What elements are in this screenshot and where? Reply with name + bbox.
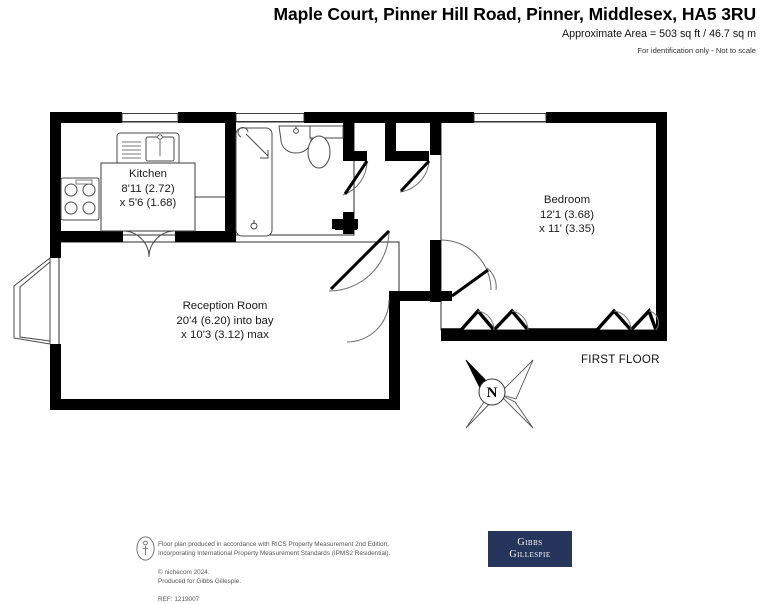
footer-copyright: © nichecom 2024. <box>158 568 210 576</box>
brand-line-2: Gillespie <box>509 549 551 560</box>
room-label-kitchen: Kitchen 8'11 (2.72) x 5'6 (1.68) <box>103 167 193 211</box>
reception-dim-2: x 10'3 (3.12) max <box>181 329 269 342</box>
plan-header: Maple Court, Pinner Hill Road, Pinner, M… <box>0 0 768 68</box>
footer-note: Floor plan produced in accordance with R… <box>158 540 390 604</box>
kitchen-double-door <box>122 230 176 258</box>
gibbs-gillespie-logo: Gibbs Gillespie <box>488 531 572 567</box>
footer-line-2-wrap: Incorporating International Property Mea… <box>158 549 390 577</box>
compass-rose: N <box>465 359 534 429</box>
bedroom-dim-1: 12'1 (3.68) <box>539 208 595 221</box>
bedroom-window-group <box>441 307 658 332</box>
bedroom-window-arcs <box>477 310 659 331</box>
sink-fixture <box>116 132 180 166</box>
kitchen-label-box <box>100 162 196 232</box>
kitchen-dim-1: 8'11 (2.72) <box>121 182 175 195</box>
floor-plan-drawing: N <box>13 112 667 429</box>
room-label-reception: Reception Room 20'4 (6.20) into bay x 10… <box>155 299 295 343</box>
reception-dim-1: 20'4 (6.20) into bay <box>176 314 274 327</box>
compass-north-label: N <box>487 385 498 401</box>
plan-footer: Floor plan produced in accordance with R… <box>0 520 768 603</box>
footer-line-2: Incorporating International Property Mea… <box>158 550 391 558</box>
bath-fixture <box>235 126 273 237</box>
bedroom-name: Bedroom <box>543 194 591 206</box>
door-swings <box>328 159 497 343</box>
footer-reference: REF: 1219007 <box>158 596 200 604</box>
kitchen-name: Kitchen <box>129 168 167 180</box>
kitchen-dim-2: x 5'6 (1.68) <box>119 197 177 210</box>
reception-name: Reception Room <box>182 300 268 312</box>
brand-line-1: Gibbs <box>517 537 543 548</box>
room-label-bedroom: Bedroom 12'1 (3.68) x 11' (3.35) <box>512 193 622 237</box>
footer-line-3-wrap: Produced for Gibbs Gillespie. REF: 12190… <box>158 577 390 604</box>
info-person-icon <box>136 536 155 561</box>
page-title: Maple Court, Pinner Hill Road, Pinner, M… <box>273 4 757 24</box>
disclaimer-text: For identification only - Not to scale <box>637 46 756 55</box>
walls <box>50 112 667 410</box>
bay-window <box>13 257 51 345</box>
footer-line-1: Floor plan produced in accordance with R… <box>158 541 389 548</box>
bedroom-dim-2: x 11' (3.35) <box>539 223 595 236</box>
approximate-area-text: Approximate Area = 503 sq ft / 46.7 sq m <box>562 28 756 40</box>
footer-line-3: Produced for Gibbs Gillespie. <box>158 577 242 585</box>
floor-level-label: FIRST FLOOR <box>581 353 660 366</box>
hob-fixture <box>60 177 100 221</box>
wc-fixture <box>307 125 344 169</box>
